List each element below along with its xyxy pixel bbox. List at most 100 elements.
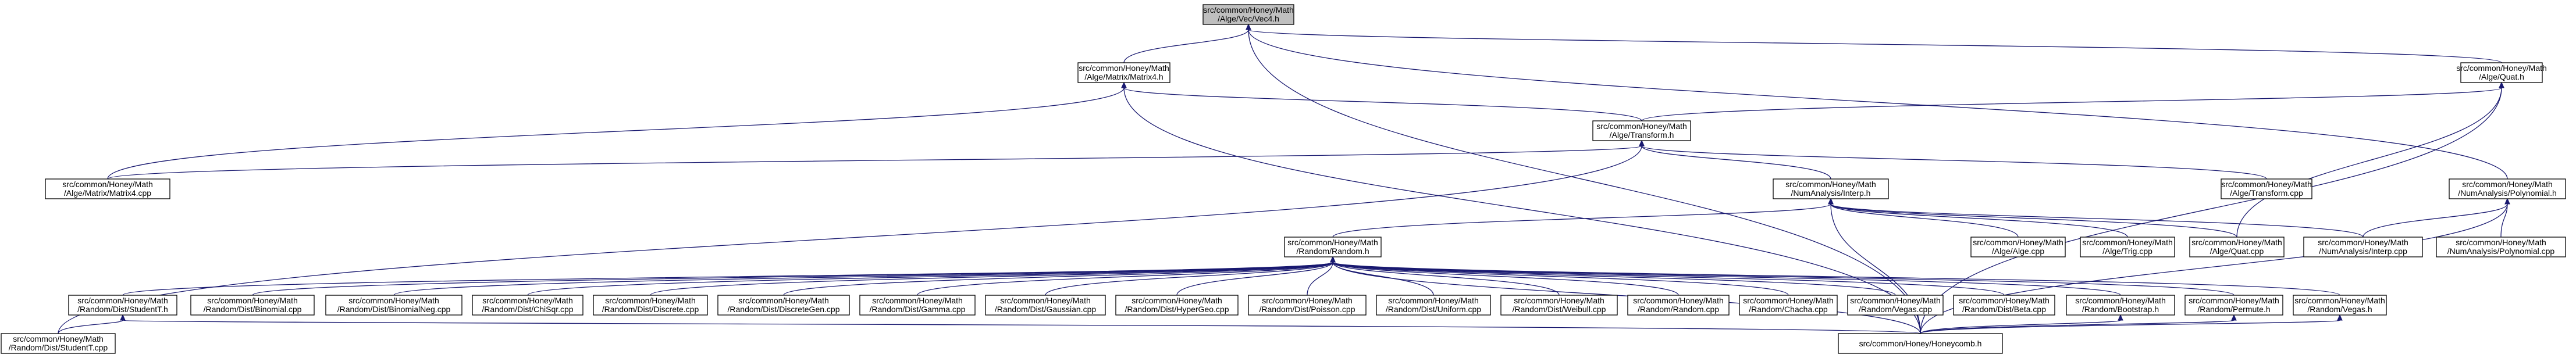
dependency-edge — [1639, 139, 2267, 180]
dependency-edge — [1639, 139, 1831, 180]
node-label-line1: src/common/Honey/Math — [2462, 180, 2553, 189]
node-label-line1: src/common/Honey/Math — [2456, 238, 2546, 247]
graph-node-interph[interactable]: src/common/Honey/Math/NumAnalysis/Interp… — [1773, 178, 1889, 199]
graph-node-chisqrcpp[interactable]: src/common/Honey/Math/Random/Dist/ChiSqr… — [472, 295, 583, 316]
node-label-line1: src/common/Honey/Math — [1959, 296, 2050, 305]
node-label-line2: /Random/Dist/Uniform.cpp — [1386, 305, 1481, 314]
arrowhead-icon — [1828, 198, 1834, 205]
dependency-edge — [1307, 256, 1336, 296]
graph-node-quath[interactable]: src/common/Honey/Math/Alge/Quat.h — [2456, 62, 2547, 83]
graph-node-studentcpp[interactable]: src/common/Honey/Math/Random/Dist/Studen… — [1, 333, 116, 354]
graph-node-discretecpp[interactable]: src/common/Honey/Math/Random/Dist/Discre… — [593, 295, 708, 316]
arrowhead-icon — [1121, 81, 1127, 88]
graph-node-bootstraph[interactable]: src/common/Honey/Math/Random/Bootstrap.h — [2066, 295, 2175, 316]
graph-node-polynomialcpp[interactable]: src/common/Honey/Math/NumAnalysis/Polyno… — [2436, 237, 2566, 257]
graph-node-interpcpp[interactable]: src/common/Honey/Math/NumAnalysis/Interp… — [2303, 237, 2423, 257]
node-label-line1: src/common/Honey/Math — [207, 296, 298, 305]
dependency-edge — [122, 256, 1336, 296]
graph-node-polynomialh[interactable]: src/common/Honey/Math/NumAnalysis/Polyno… — [2449, 178, 2566, 199]
graph-node-hypergeocpp[interactable]: src/common/Honey/Math/Random/Dist/HyperG… — [1115, 295, 1239, 316]
node-label-line2: /Random/Dist/Poisson.cpp — [1259, 305, 1355, 314]
node-label-line1: src/common/Honey/Math — [77, 296, 168, 305]
graph-node-poissoncpp[interactable]: src/common/Honey/Math/Random/Dist/Poisso… — [1248, 295, 1367, 316]
graph-node-vec4: src/common/Honey/Math/Alge/Vec/Vec4.h — [1202, 4, 1294, 25]
node-label-line1: src/common/Honey/Math — [2075, 296, 2166, 305]
graph-node-matrix4h[interactable]: src/common/Honey/Math/Alge/Matrix/Matrix… — [1077, 62, 1170, 83]
node-label-line1: src/common/Honey/Math — [872, 296, 963, 305]
graph-node-weibullcpp[interactable]: src/common/Honey/Math/Random/Dist/Weibul… — [1500, 295, 1618, 316]
graph-node-randomcpp[interactable]: src/common/Honey/Math/Random/Random.cpp — [1627, 295, 1730, 316]
node-label-line1: src/common/Honey/Math — [1596, 121, 1687, 131]
graph-node-randomh[interactable]: src/common/Honey/Math/Random/Random.h — [1284, 237, 1382, 257]
node-label-line1: src/common/Honey/Math — [1203, 5, 1294, 15]
dependency-edge — [1330, 256, 1789, 296]
node-label-line2: /NumAnalysis/Polynomial.h — [2458, 188, 2557, 198]
dependency-edge — [1828, 198, 2237, 238]
node-label-line2: /Alge/Transform.h — [1610, 130, 1674, 139]
node-label-line1: src/common/Honey/Math — [605, 296, 696, 305]
node-label-line2: /Alge/Matrix/Matrix4.cpp — [64, 188, 151, 198]
dependency-edge — [2236, 81, 2504, 238]
graph-node-studenth[interactable]: src/common/Honey/Math/Random/Dist/Studen… — [68, 295, 177, 316]
arrowhead-icon — [2231, 314, 2237, 321]
graph-node-transformh[interactable]: src/common/Honey/Math/Alge/Transform.h — [1592, 120, 1691, 141]
graph-node-binomialnegcpp[interactable]: src/common/Honey/Math/Random/Dist/Binomi… — [325, 295, 462, 316]
node-label-line1: src/common/Honey/Math — [2294, 296, 2385, 305]
node-label-line1: src/common/Honey/Math — [1287, 238, 1378, 247]
edges-layer — [58, 23, 2510, 334]
arrowhead-icon — [2504, 198, 2510, 205]
node-label-line1: src/common/Honey/Math — [1079, 63, 1169, 73]
arrowhead-icon — [2118, 314, 2123, 321]
arrowhead-icon — [2499, 81, 2504, 88]
node-label-line1: src/common/Honey/Math — [1785, 180, 1876, 189]
node-label-line2: /Random/Dist/StudentT.cpp — [9, 343, 108, 352]
node-label-line1: src/common/Honey/Math — [62, 180, 153, 189]
node-label: src/common/Honey/Honeycomb.h — [1859, 339, 1982, 348]
dependency-edge — [783, 256, 1336, 296]
graph-node-trigcpp[interactable]: src/common/Honey/Math/Alge/Trig.cpp — [2080, 237, 2175, 257]
graph-node-discretegencpp[interactable]: src/common/Honey/Math/Random/Dist/Discre… — [717, 295, 850, 316]
dependency-edge — [2362, 198, 2510, 238]
graph-node-betacpp[interactable]: src/common/Honey/Math/Random/Dist/Beta.c… — [1953, 295, 2055, 316]
node-label-line1: src/common/Honey/Math — [1850, 296, 1941, 305]
arrowhead-icon — [2337, 314, 2343, 321]
node-label-line1: src/common/Honey/Math — [1973, 238, 2063, 247]
graph-node-gammacpp[interactable]: src/common/Honey/Math/Random/Dist/Gamma.… — [859, 295, 976, 316]
node-label-line2: /Random/Dist/ChiSqr.cpp — [482, 305, 573, 314]
node-label-line1: src/common/Honey/Math — [738, 296, 829, 305]
arrowhead-icon — [1330, 256, 1336, 263]
graph-node-gaussiancpp[interactable]: src/common/Honey/Math/Random/Dist/Gaussi… — [985, 295, 1106, 316]
node-label-line1: src/common/Honey/Math — [2221, 180, 2312, 189]
graph-node-uniformcpp[interactable]: src/common/Honey/Math/Random/Dist/Unifor… — [1376, 295, 1491, 316]
node-label-line2: /Alge/Trig.cpp — [2102, 246, 2152, 256]
graph-node-binomialcpp[interactable]: src/common/Honey/Math/Random/Dist/Binomi… — [190, 295, 315, 316]
node-label-line2: /Random/Bootstrap.h — [2082, 305, 2159, 314]
graph-node-transformcpp[interactable]: src/common/Honey/Math/Alge/Transform.cpp — [2221, 178, 2312, 199]
dependency-edge — [1828, 198, 2019, 238]
graph-node-vegascpp[interactable]: src/common/Honey/Math/Random/Vegas.cpp — [1847, 295, 1944, 316]
node-label-line2: /Alge/Quat.h — [2479, 72, 2524, 81]
node-label-line2: /Random/Permute.h — [2197, 305, 2270, 314]
node-label-line2: /Random/Dist/HyperGeo.cpp — [1125, 305, 1229, 314]
node-label-line2: /NumAnalysis/Polynomial.cpp — [2447, 246, 2555, 256]
node-label-line2: /Random/Dist/Gamma.cpp — [870, 305, 966, 314]
nodes-layer: src/common/Honey/Math/Alge/Vec/Vec4.hsrc… — [1, 4, 2566, 354]
dependency-edge — [1828, 198, 2364, 238]
graph-node-matrix4cpp[interactable]: src/common/Honey/Math/Alge/Matrix/Matrix… — [45, 178, 170, 199]
graph-node-chachacpp[interactable]: src/common/Honey/Math/Random/Chacha.cpp — [1739, 295, 1838, 316]
graph-node-permuteh[interactable]: src/common/Honey/Math/Random/Permute.h — [2184, 295, 2283, 316]
node-label-line2: /Random/Dist/Weibull.cpp — [1513, 305, 1606, 314]
dependency-edge — [1920, 314, 2123, 334]
node-label-line1: src/common/Honey/Math — [2456, 63, 2547, 73]
dependency-edge — [58, 314, 126, 334]
graph-node-honeycombh[interactable]: src/common/Honey/Honeycomb.h — [1838, 333, 2003, 354]
graph-node-vegash[interactable]: src/common/Honey/Math/Random/Vegas.h — [2293, 295, 2387, 316]
graph-node-algecpp[interactable]: src/common/Honey/Math/Alge/Alge.cpp — [1970, 237, 2066, 257]
graph-node-quatcpp[interactable]: src/common/Honey/Math/Alge/Quat.cpp — [2189, 237, 2285, 257]
node-label-line1: src/common/Honey/Math — [13, 334, 104, 343]
dependency-edge — [107, 81, 1127, 180]
dependency-edge — [1121, 81, 1642, 121]
node-label-line2: /Random/Random.h — [1296, 246, 1369, 256]
dependency-edge — [1330, 256, 1434, 296]
node-label-line2: /Random/Chacha.cpp — [1749, 305, 1828, 314]
